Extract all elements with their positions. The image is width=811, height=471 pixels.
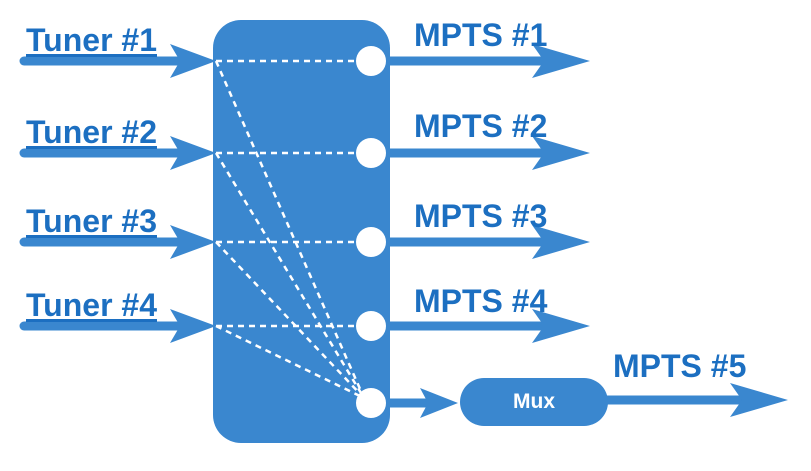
connection-tuner3-mux: [215, 241, 365, 399]
output-arrows: [388, 44, 788, 418]
mux-input-arrow: [388, 388, 458, 418]
mpts-4-label: MPTS #4: [414, 283, 548, 319]
connection-tuner4-mux: [215, 324, 365, 400]
tuner-4-arrow: [19, 309, 216, 343]
tuner-4-label: Tuner #4: [26, 287, 157, 323]
mpts-2-arrow: [388, 136, 590, 170]
connection-lines: [214, 59, 366, 400]
switch-block: [213, 20, 390, 443]
output-nodes: [356, 46, 386, 418]
tuner-3-arrow: [19, 225, 216, 259]
mux-label: Mux: [513, 390, 555, 413]
mpts-5-label: MPTS #5: [613, 348, 747, 384]
mpts-1-label: MPTS #1: [414, 17, 548, 53]
connection-tuner2-mux: [214, 152, 366, 399]
tuner-3-label: Tuner #3: [26, 203, 157, 239]
mpts-4-arrow: [388, 309, 590, 343]
mux-block: [460, 378, 608, 426]
output-node-1: [356, 46, 386, 76]
tuner-1-arrow: [19, 44, 216, 78]
tuner-1-label: Tuner #1: [26, 22, 157, 58]
mpts-3-arrow: [388, 225, 590, 259]
tuner-2-arrow: [19, 136, 216, 170]
mpts-1-arrow: [388, 44, 590, 78]
output-node-3: [356, 227, 386, 257]
mpts-2-label: MPTS #2: [414, 108, 548, 144]
output-node-4: [356, 311, 386, 341]
tuner-arrows: [19, 44, 216, 343]
output-node-2: [356, 138, 386, 168]
output-node-5: [356, 388, 386, 418]
tuner-2-label: Tuner #2: [26, 114, 157, 150]
mpts-5-arrow: [606, 383, 788, 417]
mpts-3-label: MPTS #3: [414, 198, 548, 234]
